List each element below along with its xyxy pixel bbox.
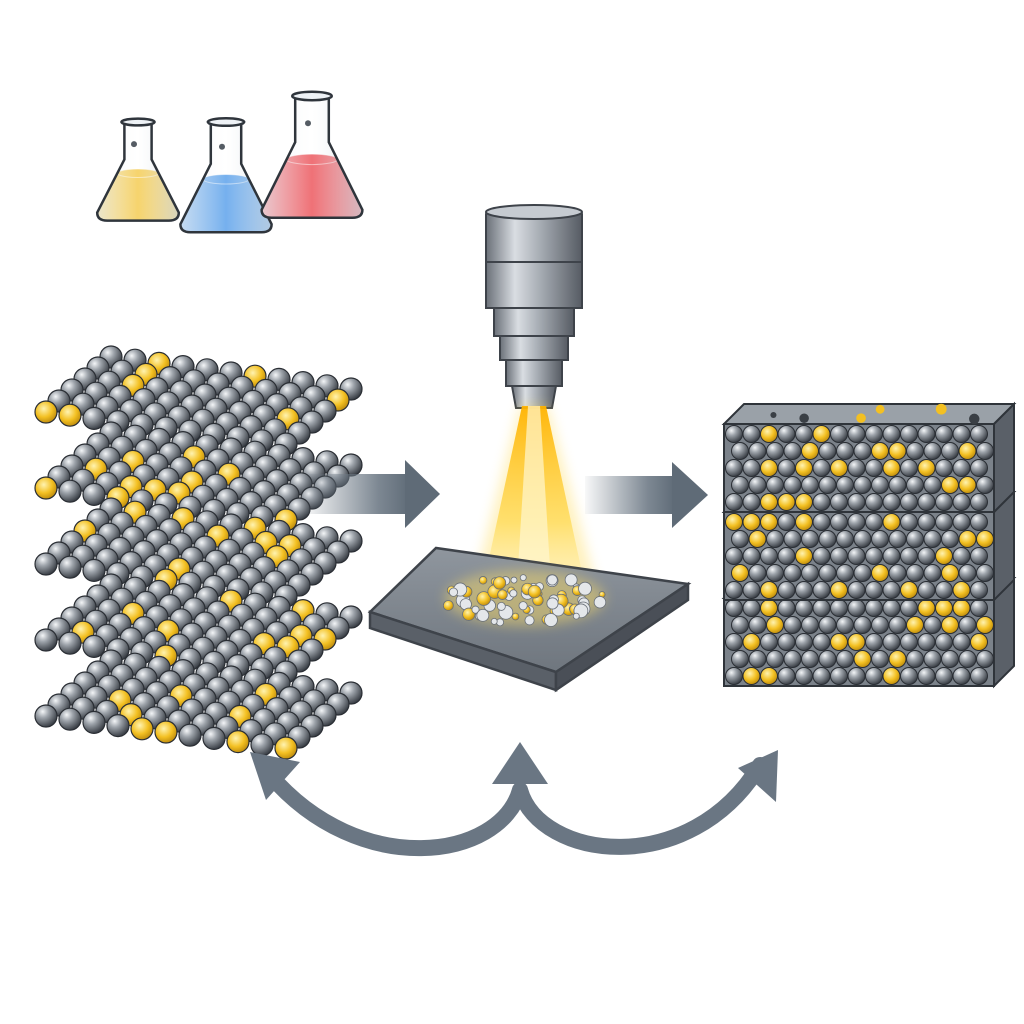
arrowhead-right: [738, 750, 778, 802]
arrowhead-left: [250, 752, 300, 800]
powder-layer: [34, 497, 363, 608]
powder-layer-stack: [34, 345, 363, 760]
recycle-arrow-left: [262, 767, 528, 857]
flask-blue: [179, 116, 273, 234]
process-arrow-2: [585, 462, 708, 528]
build-plate: [367, 546, 692, 693]
laser-head: [485, 204, 583, 409]
powder-layer: [34, 649, 363, 760]
reagent-flasks: [95, 90, 364, 234]
flask-yellow: [95, 117, 181, 222]
consolidated-block-stack: [721, 401, 1017, 689]
powder-layer: [34, 345, 363, 456]
powder-layer: [34, 421, 363, 532]
recycle-arrows: [262, 757, 768, 857]
laser-beam: [470, 406, 600, 600]
arrowhead-center: [492, 742, 548, 784]
flask-red: [260, 90, 364, 220]
consolidated-block: [721, 401, 1017, 515]
arrowheads: [250, 742, 778, 802]
process-arrow-1: [305, 460, 440, 528]
recycle-arrow-right: [512, 757, 768, 855]
powder-layer: [34, 573, 363, 684]
melt-pool-powder: [442, 573, 607, 627]
